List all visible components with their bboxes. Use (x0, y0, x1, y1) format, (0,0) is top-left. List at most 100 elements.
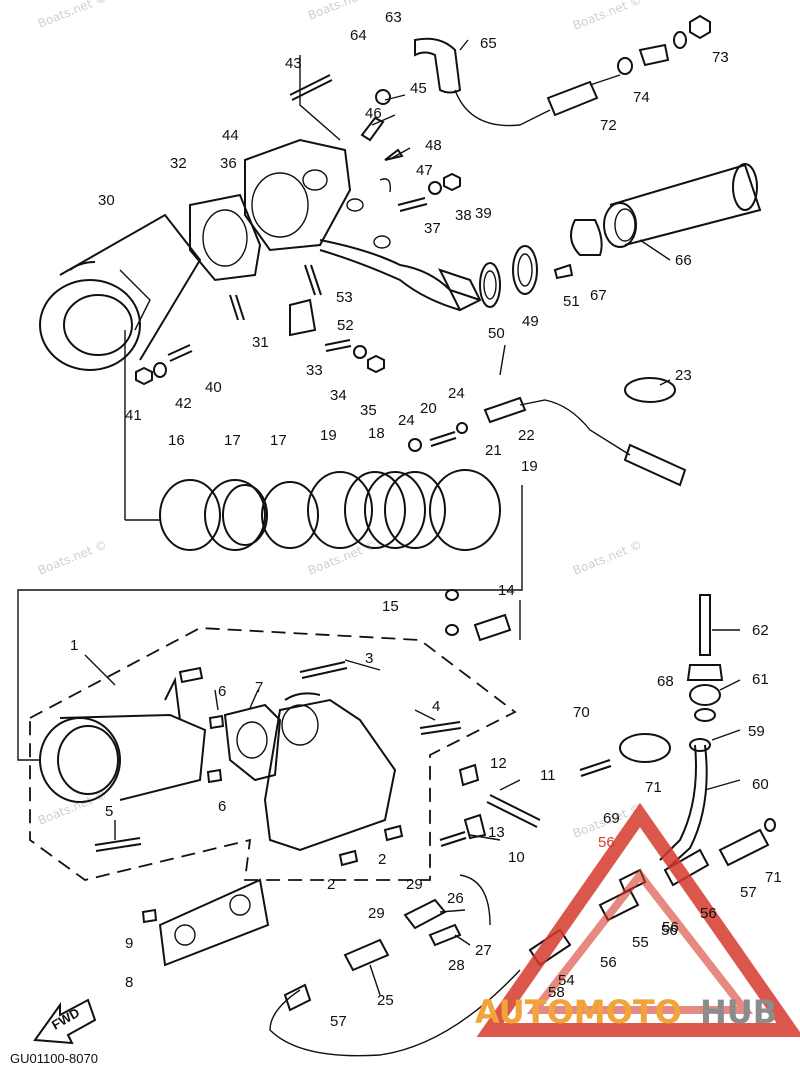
callout-19: 19 (320, 427, 337, 444)
callout-41: 41 (125, 407, 142, 424)
callout-16: 16 (168, 432, 185, 449)
bolt-31 (229, 294, 245, 321)
watermark: Boats.net © (36, 537, 109, 577)
callout-12: 12 (490, 755, 507, 772)
callout-1: 1 (70, 637, 78, 654)
callout-60: 60 (752, 776, 769, 793)
callout-6: 6 (218, 798, 226, 815)
callout-37: 37 (424, 220, 441, 237)
ring-49 (479, 262, 501, 308)
gasket-35 (189, 193, 262, 282)
callout-50: 50 (488, 325, 505, 342)
watermark: Boats.net © (306, 0, 379, 23)
callout-34: 34 (330, 387, 347, 404)
callout-38: 38 (455, 207, 472, 224)
watermark: Boats.net © (36, 787, 109, 827)
callout-61: 61 (752, 671, 769, 688)
clamp-70 (619, 733, 671, 763)
brand-part1: AUTOMOTO (475, 993, 682, 1031)
ring-48 (512, 245, 538, 295)
callout-10: 10 (508, 849, 525, 866)
diagram-code: GU01100-8070 (10, 1051, 98, 1066)
bolt-5 (94, 837, 142, 852)
callout-36: 36 (220, 155, 237, 172)
callout-23: 23 (675, 367, 692, 384)
watermark: Boats.net © (306, 537, 379, 577)
callout-71: 71 (765, 869, 782, 886)
callout-58: 58 (548, 984, 565, 1001)
hose-64 (414, 37, 462, 94)
stud-36 (397, 197, 428, 212)
hose-57 (718, 828, 770, 867)
callout-11: 11 (540, 767, 556, 784)
callout-59: 59 (748, 723, 765, 740)
callout-29: 29 (368, 905, 385, 922)
fwd-arrow-icon: FWD (33, 998, 97, 1045)
callout-67: 67 (590, 287, 607, 304)
callout-5: 5 (105, 803, 113, 820)
callout-13: 13 (488, 824, 505, 841)
callout-20: 20 (420, 400, 437, 417)
callout-49: 49 (522, 313, 539, 330)
automotohub-logo (476, 802, 800, 1037)
callout-35: 35 (360, 402, 377, 419)
callout-57: 57 (330, 1013, 347, 1030)
callout-40: 40 (205, 379, 222, 396)
bracket-51 (289, 298, 317, 337)
callout-69: 69 (603, 810, 620, 827)
callout-18: 18 (368, 425, 385, 442)
callout-53: 53 (336, 289, 353, 306)
bolt-68 (579, 759, 612, 777)
callout-45: 45 (410, 80, 427, 97)
exhaust-manifold-lower (263, 692, 397, 852)
callout-72: 72 (600, 117, 617, 134)
callout-63: 63 (385, 9, 402, 26)
callout-25: 25 (377, 992, 394, 1009)
manifold-43 (244, 138, 391, 252)
callout-74: 74 (633, 89, 650, 106)
callout-33: 33 (306, 362, 323, 379)
callout-17: 17 (224, 432, 241, 449)
callout-56: 56 (662, 919, 679, 936)
callout-56: 56 (598, 834, 615, 851)
exhaust-pipe-65 (570, 163, 762, 256)
fitting-73 (638, 43, 670, 67)
hose-71 (546, 80, 599, 117)
callout-43: 43 (285, 55, 302, 72)
stud-32 (324, 339, 352, 352)
brand-part2: HUB (700, 993, 777, 1031)
callout-15: 15 (382, 598, 399, 615)
callout-22: 22 (518, 427, 535, 444)
bolt-42 (289, 74, 333, 101)
fitting-3 (178, 666, 204, 684)
plug-44 (375, 89, 391, 105)
watermark: Boats.net © (571, 0, 644, 33)
callout-14: 14 (498, 582, 515, 599)
callout-42: 42 (175, 395, 192, 412)
hose-22 (623, 443, 687, 487)
callout-46: 46 (365, 105, 382, 122)
callout-54: 54 (558, 972, 575, 989)
callout-68: 68 (657, 673, 674, 690)
plate-8 (158, 878, 270, 967)
washer-74 (673, 31, 687, 49)
watermark: Boats.net © (36, 0, 109, 31)
callout-55: 55 (632, 934, 649, 951)
bracket-12 (458, 763, 480, 787)
callout-28: 28 (448, 957, 465, 974)
callout-56: 56 (661, 922, 678, 939)
callout-9: 9 (125, 935, 133, 952)
muffler-body-30 (39, 213, 202, 371)
callout-71: 71 (645, 779, 662, 796)
callout-17: 17 (270, 432, 287, 449)
callout-57: 57 (740, 884, 757, 901)
muffler-1 (39, 676, 207, 803)
callout-39: 39 (475, 205, 492, 222)
callout-6: 6 (218, 683, 226, 700)
callout-2: 2 (378, 851, 386, 868)
bolt-4 (419, 721, 462, 735)
nut-72 (689, 14, 711, 40)
callout-70: 70 (573, 704, 590, 721)
callout-19: 19 (521, 458, 538, 475)
